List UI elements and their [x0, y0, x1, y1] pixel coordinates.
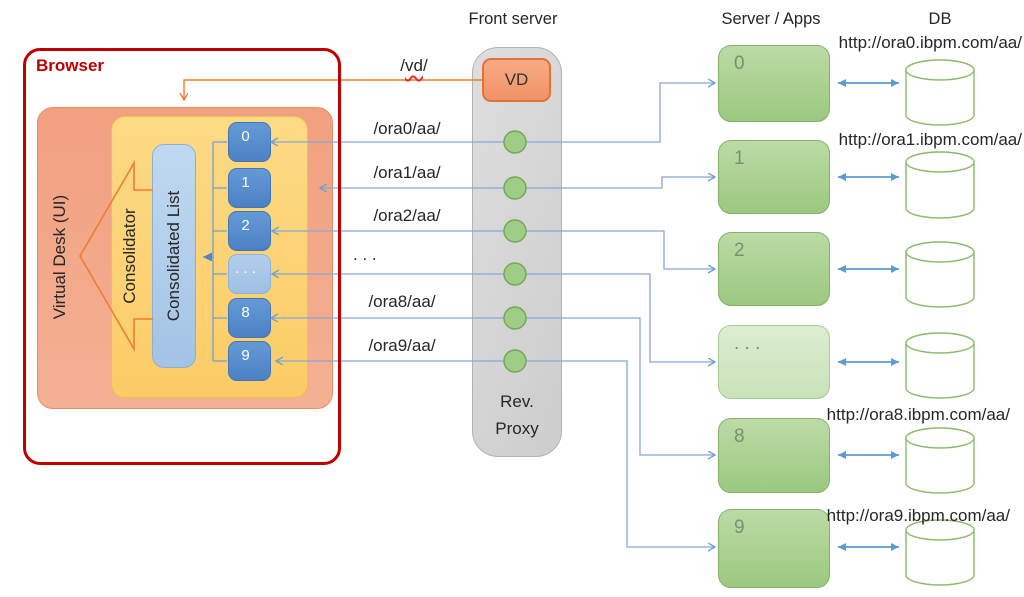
list-item-label: 9 [241, 347, 250, 364]
route-label-dots: . . . [353, 245, 377, 264]
server-box-9: 9 [718, 509, 830, 588]
url-ora0: http://ora0.ibpm.com/aa/ [838, 33, 1022, 52]
route-label-ora0: /ora0/aa/ [373, 119, 441, 138]
list-item-dots: . . . [228, 254, 271, 294]
route-label-ora8: /ora8/aa/ [368, 292, 436, 311]
route-label-vd-post: / [422, 56, 428, 75]
browser-label: Browser [36, 56, 105, 75]
db-cylinder-2 [905, 241, 975, 308]
url-ora1: http://ora1.ibpm.com/aa/ [838, 130, 1022, 149]
db-title: DB [928, 10, 952, 28]
route-label-ora9: /ora9/aa/ [368, 336, 436, 355]
server-box-2: 2 [718, 232, 830, 306]
rev-proxy-label: Rev. Proxy [467, 388, 567, 442]
virtual-desk-label: Virtual Desk (UI) [50, 194, 69, 320]
route-label-vd: /vd/ [364, 56, 464, 76]
db-cylinder-1 [905, 151, 975, 219]
db-cylinder-9 [905, 519, 975, 586]
server-apps-title: Server / Apps [721, 10, 821, 28]
list-item-9: 9 [228, 341, 271, 381]
server-box-label: 1 [734, 148, 745, 169]
server-box-label: 0 [734, 53, 745, 74]
db-cylinder-dots [905, 332, 975, 399]
list-item-2: 2 [228, 211, 271, 251]
url-ora8: http://ora8.ibpm.com/aa/ [826, 405, 1010, 424]
consolidator-label: Consolidator [120, 208, 139, 304]
db-link-arrows [838, 79, 899, 551]
server-box-1: 1 [718, 140, 830, 214]
list-item-label: 8 [241, 304, 250, 321]
rev-proxy-line1: Rev. [500, 392, 534, 411]
consolidated-list-label: Consolidated List [164, 190, 183, 322]
server-box-label: 8 [734, 426, 745, 447]
route-label-vd-pre: / [400, 56, 406, 75]
list-item-label: 2 [241, 217, 250, 234]
list-item-1: 1 [228, 168, 271, 208]
rev-proxy-line2: Proxy [495, 419, 539, 438]
route-label-vd-word: vd [405, 56, 423, 75]
server-box-label: 2 [734, 240, 745, 261]
front-server-title: Front server [468, 10, 558, 28]
route-label-ora2: /ora2/aa/ [373, 206, 441, 225]
route-label-ora1: /ora1/aa/ [373, 163, 441, 182]
server-box-0: 0 [718, 45, 830, 122]
vd-box-label: VD [504, 70, 529, 89]
url-ora9: http://ora9.ibpm.com/aa/ [826, 506, 1010, 525]
server-box-dots: . . . [718, 325, 830, 399]
server-box-label: . . . [734, 333, 761, 354]
list-item-label: 1 [241, 174, 250, 191]
server-box-label: 9 [734, 517, 745, 538]
list-item-label: 0 [241, 128, 250, 145]
vd-box: VD [482, 58, 551, 102]
db-cylinder-8 [905, 427, 975, 494]
db-cylinder-0 [905, 59, 975, 126]
list-item-label: . . . [235, 260, 256, 277]
server-box-8: 8 [718, 418, 830, 493]
